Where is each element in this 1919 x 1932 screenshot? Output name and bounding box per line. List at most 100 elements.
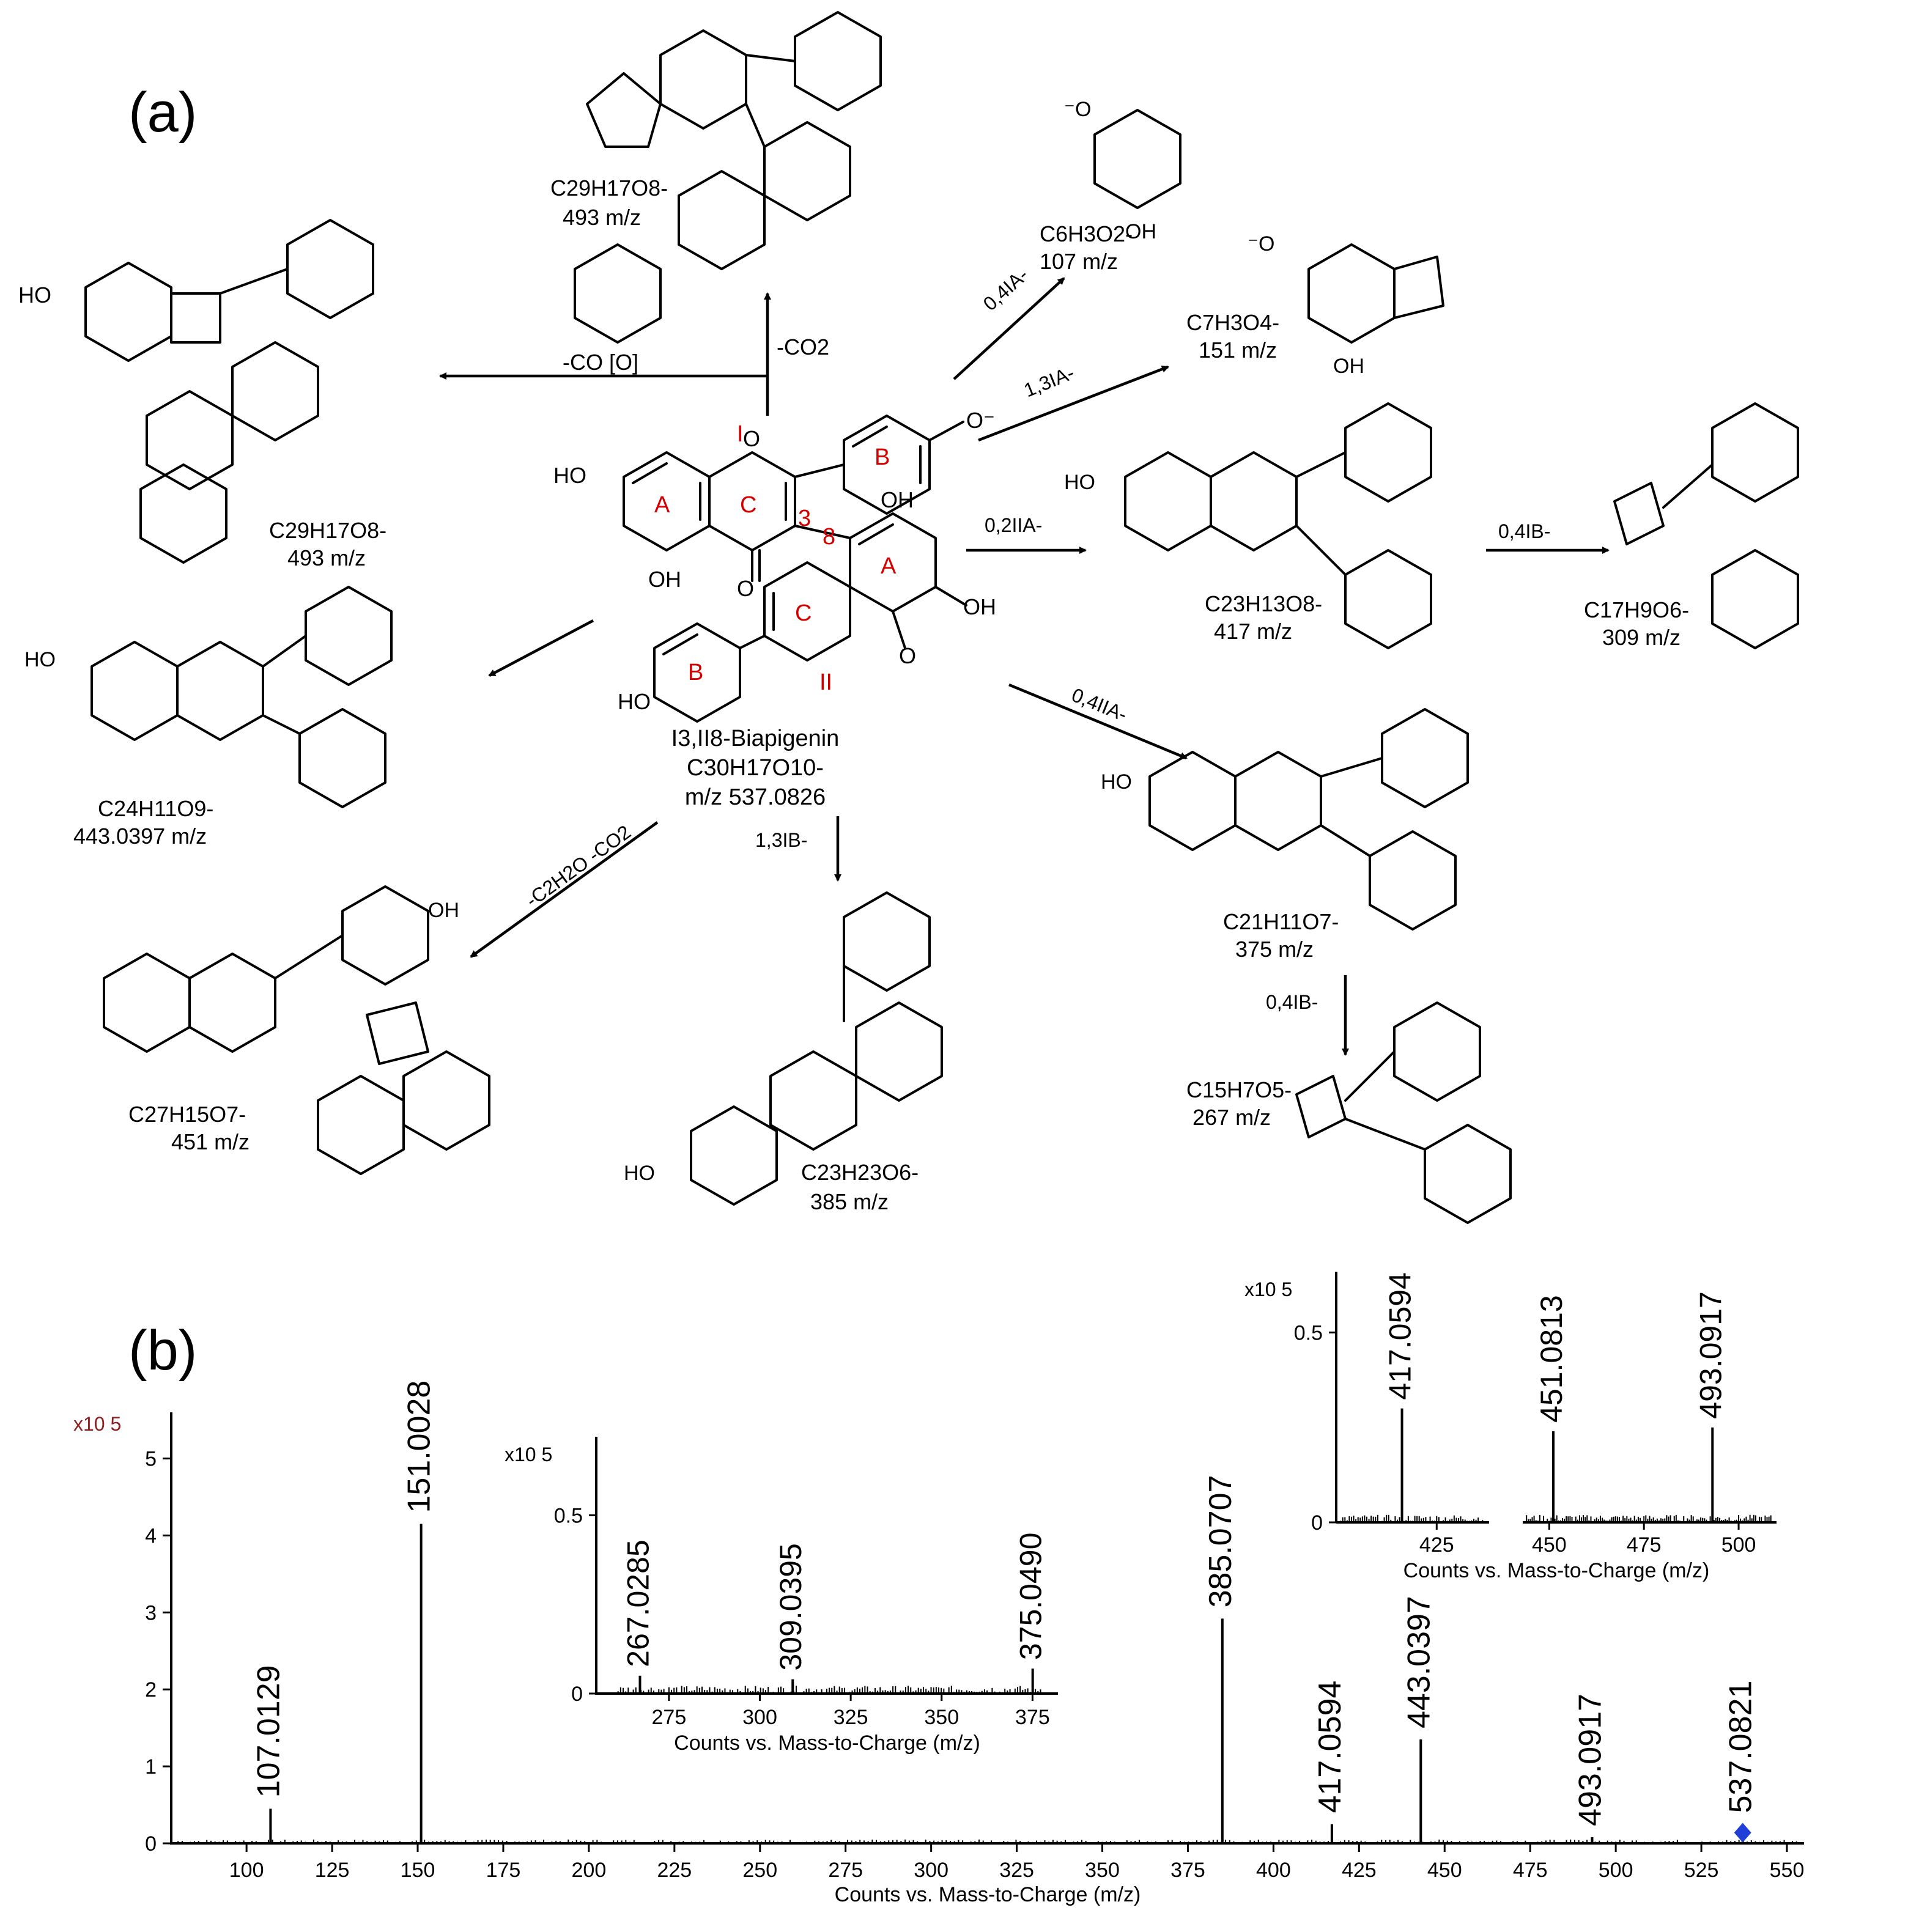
- product-mz: 375 m/z: [1235, 937, 1314, 962]
- peak-label: 417.0594: [1312, 1681, 1348, 1813]
- y-tick-label: 0.5: [554, 1504, 583, 1527]
- panel-a-label: (a): [128, 81, 197, 144]
- x-tick-label: 300: [914, 1859, 948, 1882]
- route-label: 0,2IIA-: [985, 514, 1042, 536]
- x-tick-label: 200: [572, 1859, 607, 1882]
- peak-label: 493.0917: [1693, 1291, 1728, 1419]
- product-structure: [1093, 109, 1181, 209]
- product-formula: C21H11O7-: [1223, 909, 1339, 934]
- product-formula: C29H17O8-: [550, 175, 668, 201]
- position-label: 3: [798, 506, 811, 531]
- oh-label: OH: [428, 899, 459, 922]
- y-tick-label: 1: [145, 1755, 157, 1779]
- oh-label: OH: [963, 594, 996, 619]
- ring-label: II: [819, 669, 832, 695]
- peak-label: 493.0917: [1572, 1694, 1608, 1826]
- x-tick-label: 550: [1770, 1859, 1805, 1882]
- y-tick-label: 0: [1311, 1511, 1323, 1535]
- product-formula: C6H3O2-: [1040, 221, 1133, 246]
- x-tick-label: 475: [1627, 1533, 1662, 1557]
- route-label: 0,4IA-: [979, 264, 1033, 315]
- x-tick-label: 525: [1684, 1859, 1719, 1882]
- x-tick-label: 425: [1342, 1859, 1377, 1882]
- product-structure: [690, 891, 943, 1206]
- product-mz: 493 m/z: [287, 545, 366, 570]
- ring-label: C: [740, 492, 756, 518]
- route-label: 1,3IB-: [755, 829, 807, 851]
- position-label: 8: [823, 524, 835, 550]
- product-structure: [103, 885, 490, 1175]
- panel-b-label: (b): [128, 1319, 197, 1382]
- axis-frame: [595, 1437, 1058, 1695]
- x-tick-label: 100: [229, 1859, 264, 1882]
- central-mz: m/z 537.0826: [685, 784, 826, 810]
- y-tick-label: 5: [145, 1448, 157, 1471]
- route-label: 0,4IB-: [1266, 991, 1318, 1013]
- x-tick-label: 425: [1419, 1533, 1454, 1557]
- ring-label: B: [688, 660, 703, 685]
- product-structure: [84, 219, 374, 564]
- peak-label: 385.0707: [1203, 1475, 1238, 1608]
- x-tick-label: 375: [1015, 1706, 1050, 1729]
- oxide-label: ⁻O: [1248, 232, 1274, 256]
- x-tick-label: 250: [742, 1859, 777, 1882]
- product-structure: [574, 11, 882, 344]
- central-formula: C30H17O10-: [687, 755, 824, 781]
- x-tick-label: 375: [1170, 1859, 1205, 1882]
- carbonyl-o-label: O: [737, 576, 754, 601]
- oh-label: HO: [1101, 770, 1132, 794]
- product-structure: [1124, 402, 1432, 649]
- x-tick-label: 400: [1256, 1859, 1291, 1882]
- x-tick-label: 500: [1721, 1533, 1756, 1557]
- product-structure: [1295, 1001, 1512, 1224]
- product-mz: 267 m/z: [1192, 1105, 1271, 1130]
- route-label: 1,3IA-: [1021, 361, 1078, 401]
- x-tick-label: 300: [742, 1706, 777, 1729]
- peak-label: 267.0285: [621, 1539, 656, 1667]
- product-mz: 493 m/z: [563, 205, 641, 230]
- peak-label: 151.0028: [402, 1381, 437, 1513]
- peak-label: 443.0397: [1401, 1596, 1436, 1728]
- x-tick-label: 325: [999, 1859, 1034, 1882]
- x-tick-label: 275: [828, 1859, 863, 1882]
- ring-label: C: [795, 600, 812, 626]
- y-scale-label: x10 5: [1244, 1278, 1292, 1300]
- product-formula: C29H17O8-: [269, 518, 386, 543]
- x-tick-label: 275: [652, 1706, 687, 1729]
- oh-label: OH: [648, 567, 681, 592]
- product-formula: C23H23O6-: [801, 1160, 919, 1185]
- y-tick-label: 2: [145, 1678, 157, 1702]
- x-tick-label: 500: [1599, 1859, 1633, 1882]
- y-tick-label: 3: [145, 1601, 157, 1624]
- ring-label: I: [737, 421, 744, 447]
- product-mz: 417 m/z: [1214, 619, 1292, 644]
- x-tick-label: 325: [834, 1706, 868, 1729]
- product-structure: [1148, 708, 1469, 931]
- y-tick-label: 0.5: [1294, 1321, 1323, 1344]
- route-label: -C2H2O -CO2: [522, 820, 635, 911]
- ring-label: B: [874, 444, 890, 470]
- x-tick-label: 350: [924, 1706, 959, 1729]
- y-tick-label: 4: [145, 1524, 157, 1547]
- oh-label: OH: [1333, 355, 1364, 378]
- x-axis-title: Counts vs. Mass-to-Charge (m/z): [835, 1883, 1141, 1906]
- oh-label: HO: [1064, 471, 1095, 494]
- carbonyl-o-label: O: [899, 643, 916, 668]
- oh-label: HO: [18, 282, 51, 308]
- x-tick-label: 175: [486, 1859, 521, 1882]
- product-structure: [1307, 243, 1444, 344]
- peak-label: 417.0594: [1383, 1272, 1418, 1400]
- ring-labels: I II A C B A C B 3 8: [654, 421, 897, 695]
- product-structure: [1613, 402, 1799, 649]
- product-mz: 151 m/z: [1199, 337, 1277, 363]
- product-mz: 309 m/z: [1602, 625, 1681, 650]
- x-tick-label: 350: [1085, 1859, 1120, 1882]
- peak-label: 537.0821: [1723, 1681, 1759, 1813]
- product-formula: C24H11O9-: [98, 796, 213, 821]
- oh-label: OH: [881, 487, 914, 512]
